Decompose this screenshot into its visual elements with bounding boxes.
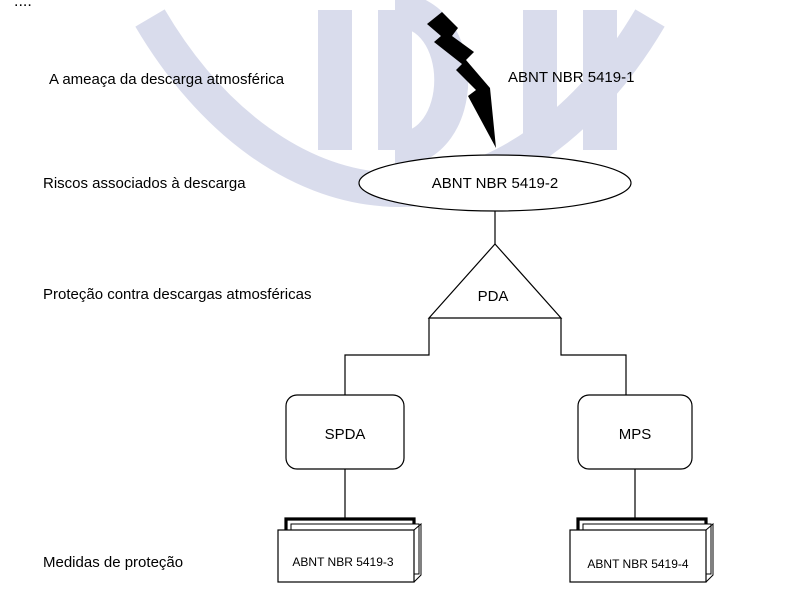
mps-label: MPS xyxy=(619,426,652,443)
pda-label: PDA xyxy=(478,288,509,305)
measures-label: Medidas de proteção xyxy=(43,554,183,571)
threat-standard-label: ABNT NBR 5419-1 xyxy=(508,69,634,86)
connector-pda-spda xyxy=(344,318,430,395)
top-fragment-text: .... xyxy=(14,0,32,10)
lightning-bolt-icon xyxy=(427,12,496,148)
risk-label: Riscos associados à descarga xyxy=(43,175,246,192)
pda-triangle xyxy=(427,243,563,319)
threat-label: A ameaça da descarga atmosférica xyxy=(49,71,285,88)
protection-label: Proteção contra descargas atmosféricas xyxy=(43,286,311,303)
risk-standard-label: ABNT NBR 5419-2 xyxy=(432,175,558,192)
spda-standard-label: ABNT NBR 5419-3 xyxy=(292,555,393,569)
spda-standard-document xyxy=(277,517,422,583)
mps-standard-label: ABNT NBR 5419-4 xyxy=(587,557,688,571)
mps-standard-document xyxy=(569,517,714,583)
connector-pda-mps xyxy=(560,318,627,395)
spda-label: SPDA xyxy=(325,426,366,443)
